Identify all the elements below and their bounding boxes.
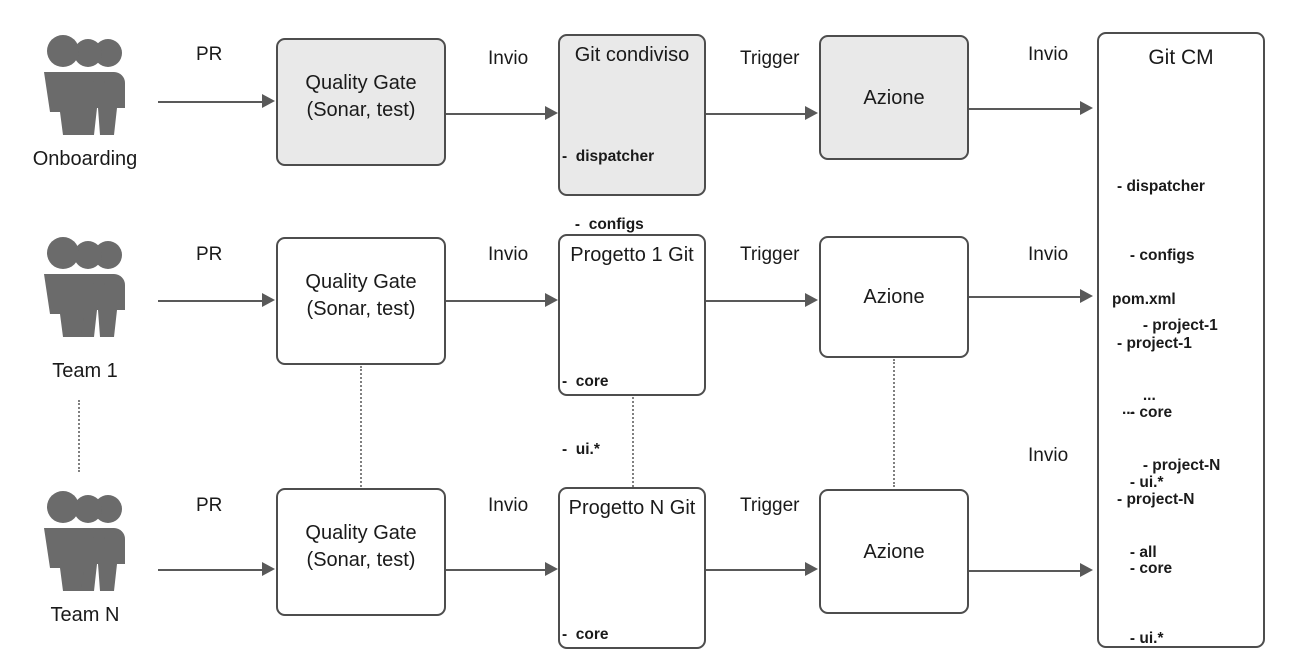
azione-label-row1: Azione <box>863 87 925 109</box>
edge-label-trigger-row3: Trigger <box>740 495 800 516</box>
arrowhead <box>545 293 558 307</box>
arrowhead <box>545 562 558 576</box>
arrow-actor-to-gate-row2 <box>158 300 263 302</box>
arrow-repo-to-action-row3 <box>706 569 806 571</box>
list-item: - core <box>562 625 609 643</box>
arrowhead <box>1080 101 1093 115</box>
list-item: - core <box>562 372 609 390</box>
quality-gate-line-2: (Sonar, test) <box>306 549 416 571</box>
edge-label-pr-row1: PR <box>196 44 223 65</box>
git-cm-block-3: - project-N - core - ui.* - all <box>1117 441 1195 664</box>
arrow-action-to-gitcm-row3 <box>969 570 1081 572</box>
arrow-action-to-gitcm-row1 <box>969 108 1081 110</box>
arrowhead <box>262 94 275 108</box>
progetto-n-git-items: - core - ui.* - all <box>562 578 609 664</box>
arrowhead <box>805 293 818 307</box>
quality-gate-line-1: Quality Gate <box>305 72 417 94</box>
git-cm-pom-xml: pom.xml <box>1112 241 1176 357</box>
progetto-n-git-title: Progetto N Git <box>568 497 696 519</box>
git-condiviso-box[interactable]: Git condiviso <box>558 34 706 196</box>
actor-label-onboarding: Onboarding <box>32 148 138 170</box>
quality-gate-box-row2[interactable]: Quality Gate (Sonar, test) <box>276 237 446 365</box>
quality-gate-line-1: Quality Gate <box>305 522 417 544</box>
list-item: - project-1 <box>1117 317 1218 334</box>
progetto-1-git-box[interactable]: Progetto 1 Git <box>558 234 706 396</box>
gate-dotted-connector <box>360 366 362 487</box>
edge-label-invio-row3-b: Invio <box>1028 445 1069 466</box>
arrowhead <box>262 293 275 307</box>
list-item: - dispatcher <box>562 147 655 165</box>
arrowhead <box>262 562 275 576</box>
edge-label-invio-row1-b: Invio <box>1028 44 1069 65</box>
people-group-icon <box>30 30 140 140</box>
git-condiviso-title: Git condiviso <box>574 44 690 66</box>
list-item: - project-N <box>1117 456 1221 474</box>
azione-label-row3: Azione <box>863 541 925 563</box>
azione-box-row2[interactable]: Azione <box>819 236 969 358</box>
list-item: - project-N <box>1117 490 1195 508</box>
actor-dotted-connector <box>78 400 80 472</box>
git-cm-ellipsis: ... <box>1122 401 1135 418</box>
list-item: - configs <box>1117 247 1195 265</box>
quality-gate-box-row3[interactable]: Quality Gate (Sonar, test) <box>276 488 446 616</box>
git-cm-box[interactable]: Git CM <box>1097 32 1265 648</box>
arrow-gate-to-repo-row2 <box>446 300 546 302</box>
quality-gate-label-row1: Quality Gate (Sonar, test) <box>278 70 444 124</box>
arrowhead <box>1080 289 1093 303</box>
people-group-icon <box>30 232 140 342</box>
list-item: - ui.* <box>1117 630 1164 647</box>
edge-label-trigger-row2: Trigger <box>740 244 800 265</box>
quality-gate-label-row3: Quality Gate (Sonar, test) <box>278 520 444 574</box>
progetto-n-git-box[interactable]: Progetto N Git <box>558 487 706 649</box>
quality-gate-line-1: Quality Gate <box>305 271 417 293</box>
git-cm-block-1: - dispatcher - configs - project-1 ... -… <box>1117 128 1220 523</box>
list-item: pom.xml <box>1112 290 1176 308</box>
azione-box-row1[interactable]: Azione <box>819 35 969 160</box>
list-item: - dispatcher <box>1117 177 1205 195</box>
actor-label-team-n: Team N <box>50 604 120 626</box>
arrowhead <box>1080 563 1093 577</box>
list-item: - core <box>1117 560 1173 578</box>
list-item: - core <box>1117 404 1173 422</box>
quality-gate-label-row2: Quality Gate (Sonar, test) <box>278 269 444 323</box>
arrowhead <box>805 562 818 576</box>
list-item: - project-1 <box>1117 334 1192 352</box>
quality-gate-line-2: (Sonar, test) <box>306 298 416 320</box>
arrow-actor-to-gate-row1 <box>158 101 263 103</box>
arrow-action-to-gitcm-row2 <box>969 296 1081 298</box>
list-item: - all <box>1117 543 1157 561</box>
arrowhead <box>805 106 818 120</box>
arrow-gate-to-repo-row1 <box>446 113 546 115</box>
edge-label-invio-row2-a: Invio <box>488 244 529 265</box>
quality-gate-line-2: (Sonar, test) <box>306 99 416 121</box>
actor-label-team-1: Team 1 <box>52 360 118 382</box>
arrowhead <box>545 106 558 120</box>
action-dotted-connector <box>893 359 895 487</box>
edge-label-pr-row3: PR <box>196 495 223 516</box>
edge-label-trigger-row1: Trigger <box>740 48 800 69</box>
quality-gate-box-row1[interactable]: Quality Gate (Sonar, test) <box>276 38 446 166</box>
git-cm-block-2: - project-1 - core - ui.* - all <box>1117 285 1192 611</box>
git-cm-title: Git CM <box>1148 46 1214 69</box>
repo-dotted-connector <box>632 397 634 487</box>
list-item: - configs <box>562 215 644 233</box>
list-item: - ui.* <box>562 440 600 458</box>
edge-label-invio-row1-a: Invio <box>488 48 529 69</box>
progetto-1-git-title: Progetto 1 Git <box>570 244 694 266</box>
list-item: ... <box>1117 386 1156 404</box>
arrow-repo-to-action-row1 <box>706 113 806 115</box>
edge-label-invio-row2-b: Invio <box>1028 244 1069 265</box>
azione-label-row2: Azione <box>863 286 925 308</box>
edge-label-pr-row2: PR <box>196 244 223 265</box>
people-group-icon <box>30 486 140 596</box>
list-item: - ui.* <box>1117 474 1164 491</box>
edge-label-invio-row3-a: Invio <box>488 495 529 516</box>
arrow-repo-to-action-row2 <box>706 300 806 302</box>
arrow-actor-to-gate-row3 <box>158 569 263 571</box>
azione-box-row3[interactable]: Azione <box>819 489 969 614</box>
arrow-gate-to-repo-row3 <box>446 569 546 571</box>
